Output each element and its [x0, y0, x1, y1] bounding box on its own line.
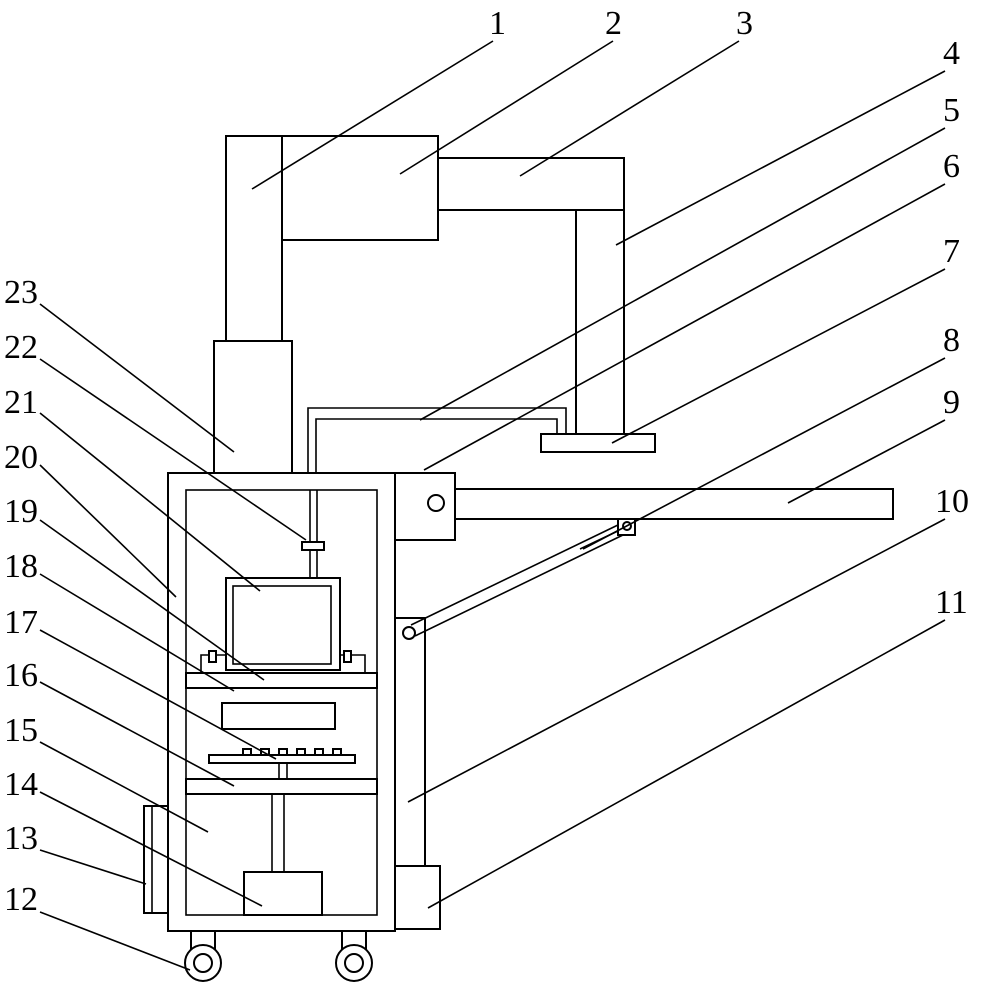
keyboard-key: [332, 748, 342, 756]
part-8-head-plate: [540, 433, 656, 453]
pivot-pin: [427, 494, 445, 512]
leader-17: [39, 629, 277, 760]
part-11-foot-block: [394, 865, 441, 930]
label-2: 2: [605, 5, 622, 42]
label-4: 4: [943, 35, 960, 72]
part-1-upper-column: [225, 135, 283, 344]
leader-1: [251, 40, 494, 190]
part-7-strut-a: [410, 523, 621, 626]
part-16-lower-shelf: [185, 778, 378, 795]
post-pivot: [402, 626, 416, 640]
keyboard-key: [242, 748, 252, 756]
leader-15: [39, 741, 209, 833]
keyboard-key: [278, 748, 288, 756]
part-5-cable-tube-outer: [307, 407, 567, 473]
part-13-side-handle: [143, 805, 169, 914]
label-20: 20: [4, 439, 38, 476]
leader-19: [39, 519, 265, 681]
label-12: 12: [4, 881, 38, 918]
wheel-hub-left: [193, 953, 213, 973]
part-19-bracket-left: [200, 654, 226, 673]
label-14: 14: [4, 766, 38, 803]
part-4-hanging-column: [575, 209, 625, 435]
leader-2: [399, 40, 614, 175]
keyboard-key: [260, 748, 270, 756]
leader-10: [407, 518, 946, 803]
label-17: 17: [4, 604, 38, 641]
keyboard-key: [314, 748, 324, 756]
label-22: 22: [4, 329, 38, 366]
part-23-lifting-column: [213, 340, 293, 474]
part-10-support-post: [394, 617, 426, 871]
leader-7: [611, 268, 946, 444]
leader-20: [39, 464, 177, 598]
part-18-shelf: [185, 672, 378, 689]
part-2-housing-block: [281, 135, 439, 241]
part-21-monitor-outer: [225, 577, 341, 671]
label-19: 19: [4, 493, 38, 530]
leader-8: [582, 357, 946, 550]
leader-14: [39, 791, 263, 907]
leader-9: [787, 419, 946, 504]
label-1: 1: [489, 5, 506, 42]
leader-16: [39, 681, 235, 787]
label-8: 8: [943, 322, 960, 359]
leader-21: [39, 412, 261, 592]
label-11: 11: [935, 584, 968, 621]
wheel-hub-right: [344, 953, 364, 973]
leader-6: [423, 183, 946, 471]
part-14-base-unit: [243, 871, 323, 916]
drawer-panel: [221, 702, 336, 730]
part-19-clip-right: [343, 650, 352, 663]
label-3: 3: [736, 5, 753, 42]
label-23: 23: [4, 274, 38, 311]
label-10: 10: [935, 483, 969, 520]
part-9-swing-arm: [454, 488, 894, 520]
part-17-keyboard: [208, 754, 356, 764]
part-19-clip-left: [208, 650, 217, 663]
label-7: 7: [943, 233, 960, 270]
leader-13: [39, 849, 147, 885]
leader-5: [419, 127, 946, 421]
keyboard-key: [296, 748, 306, 756]
leader-11: [427, 619, 946, 909]
part-3-horizontal-arm: [437, 157, 625, 211]
label-16: 16: [4, 657, 38, 694]
leader-22: [39, 358, 307, 541]
leader-18: [39, 573, 235, 692]
leader-23: [39, 303, 235, 453]
label-15: 15: [4, 712, 38, 749]
leader-3: [519, 40, 740, 177]
part-21-monitor-screen: [232, 585, 332, 665]
label-9: 9: [943, 384, 960, 421]
label-18: 18: [4, 548, 38, 585]
part-7-strut-b: [414, 533, 626, 637]
part-22-cable-clamp: [301, 541, 325, 551]
label-13: 13: [4, 820, 38, 857]
part-5-cable-tube-inner: [315, 418, 558, 473]
label-6: 6: [943, 148, 960, 185]
part-6-pivot-block: [394, 472, 456, 541]
leader-12: [39, 911, 191, 971]
leader-4: [615, 70, 946, 246]
label-5: 5: [943, 92, 960, 129]
label-21: 21: [4, 384, 38, 421]
